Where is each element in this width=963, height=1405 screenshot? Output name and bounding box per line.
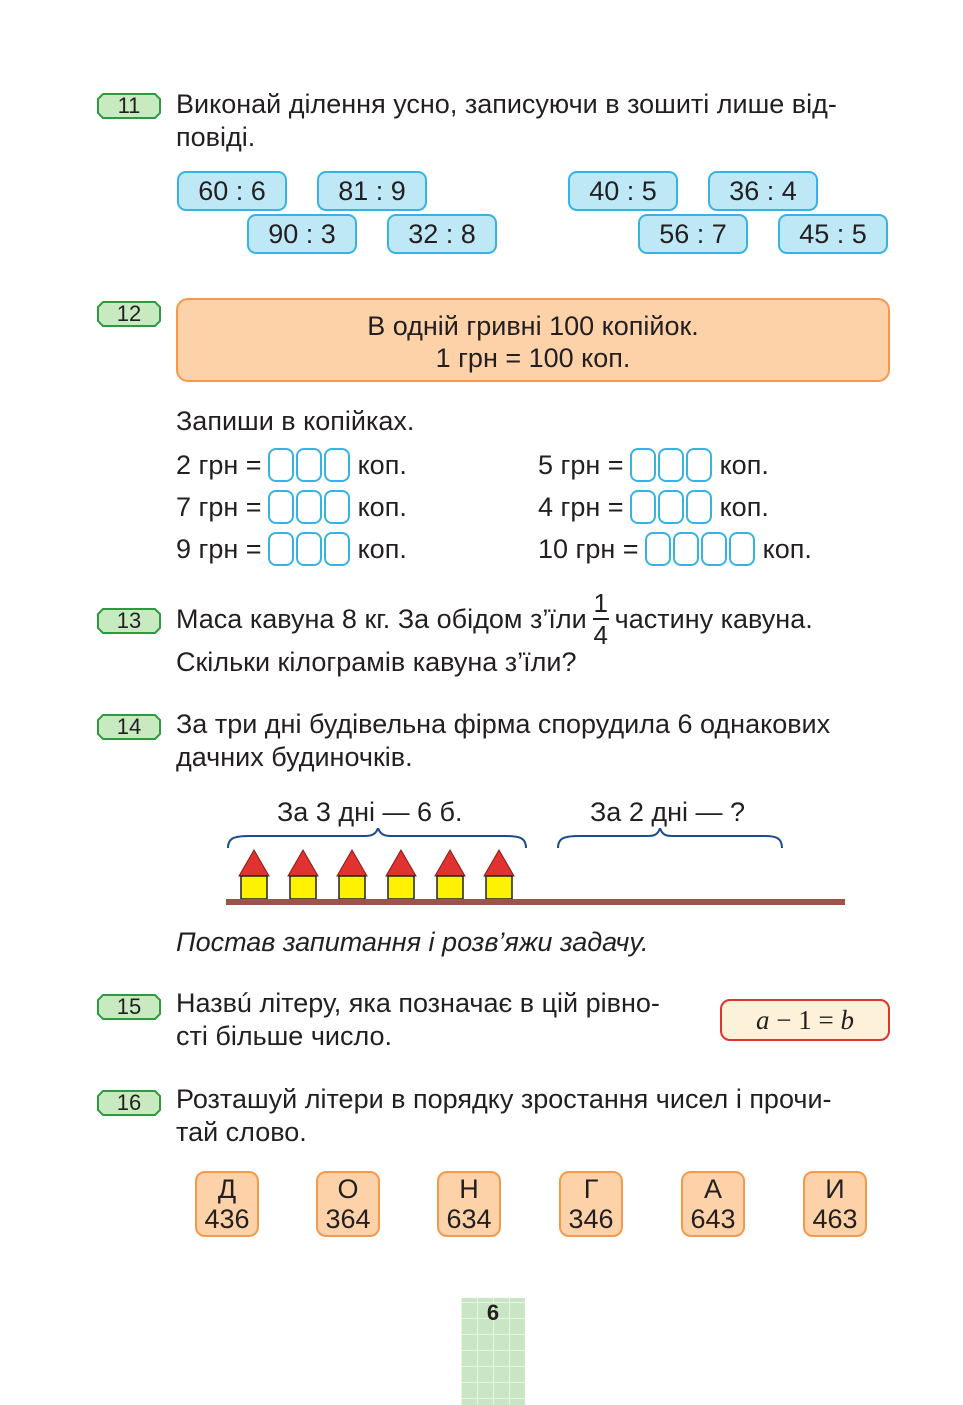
task-12-prompt: Запиши в копійках. [176, 406, 415, 436]
house-icon [385, 848, 417, 900]
task-number-badge: 13 [97, 608, 161, 634]
division-expression: 60 : 6 [177, 171, 287, 211]
house-icon [287, 848, 319, 900]
page-number-tab: 6 [461, 1298, 525, 1405]
task-number-badge: 15 [97, 994, 161, 1020]
house-icon [336, 848, 368, 900]
answer-cells[interactable] [267, 532, 352, 566]
house-icon [483, 848, 515, 900]
brace-right [557, 828, 783, 849]
task-15-text: Назвú літеру, яка позначає в цій рівно- … [176, 988, 660, 1051]
task-number-badge: 16 [97, 1090, 161, 1116]
task-number-badge: 14 [97, 714, 161, 740]
currency-info-box: В одній гривні 100 копійок. 1 грн = 100 … [176, 298, 890, 382]
task-16-text: Розташуй літери в порядку зростання чисе… [176, 1084, 832, 1147]
task-11-text: Виконай ділення усно, записуючи в зошиті… [176, 89, 837, 152]
division-expression: 36 : 4 [708, 171, 818, 211]
division-expression: 40 : 5 [568, 171, 678, 211]
diagram-label-left: За 3 дні — 6 б. [277, 797, 463, 827]
conversion-row: 5 грн = коп. [538, 448, 769, 482]
conversion-row: 7 грн = коп. [176, 490, 407, 524]
conversion-row: 10 грн = коп. [538, 532, 812, 566]
division-expression: 90 : 3 [247, 214, 357, 254]
house-icon [434, 848, 466, 900]
answer-cells[interactable] [629, 490, 714, 524]
houses-diagram [226, 828, 845, 905]
division-expression: 81 : 9 [317, 171, 427, 211]
division-expression: 32 : 8 [387, 214, 497, 254]
task-13-text: Маса кавуна 8 кг. За обідом з’їли 1 4 ча… [176, 588, 813, 677]
page-number: 6 [486, 1300, 500, 1325]
conversion-row: 2 грн = коп. [176, 448, 407, 482]
task-number-badge: 12 [97, 301, 161, 327]
fraction: 1 4 [592, 588, 609, 650]
house-icon [238, 848, 270, 900]
answer-cells[interactable] [629, 448, 714, 482]
task-14-instruction: Постав запитання і розв’яжи задачу. [176, 927, 649, 957]
answer-cells[interactable] [267, 490, 352, 524]
division-expression: 45 : 5 [778, 214, 888, 254]
ground-line [226, 899, 845, 905]
task-number-badge: 11 [97, 93, 161, 119]
answer-cells[interactable] [644, 532, 757, 566]
diagram-label-right: За 2 дні — ? [590, 797, 746, 827]
brace-left [227, 828, 527, 849]
conversion-row: 4 грн = коп. [538, 490, 769, 524]
division-expression: 56 : 7 [638, 214, 748, 254]
task-14-text: За три дні будівельна фірма спорудила 6 … [176, 709, 831, 772]
conversion-row: 9 грн = коп. [176, 532, 407, 566]
answer-cells[interactable] [267, 448, 352, 482]
equation-box: a − 1 = b [720, 999, 890, 1041]
